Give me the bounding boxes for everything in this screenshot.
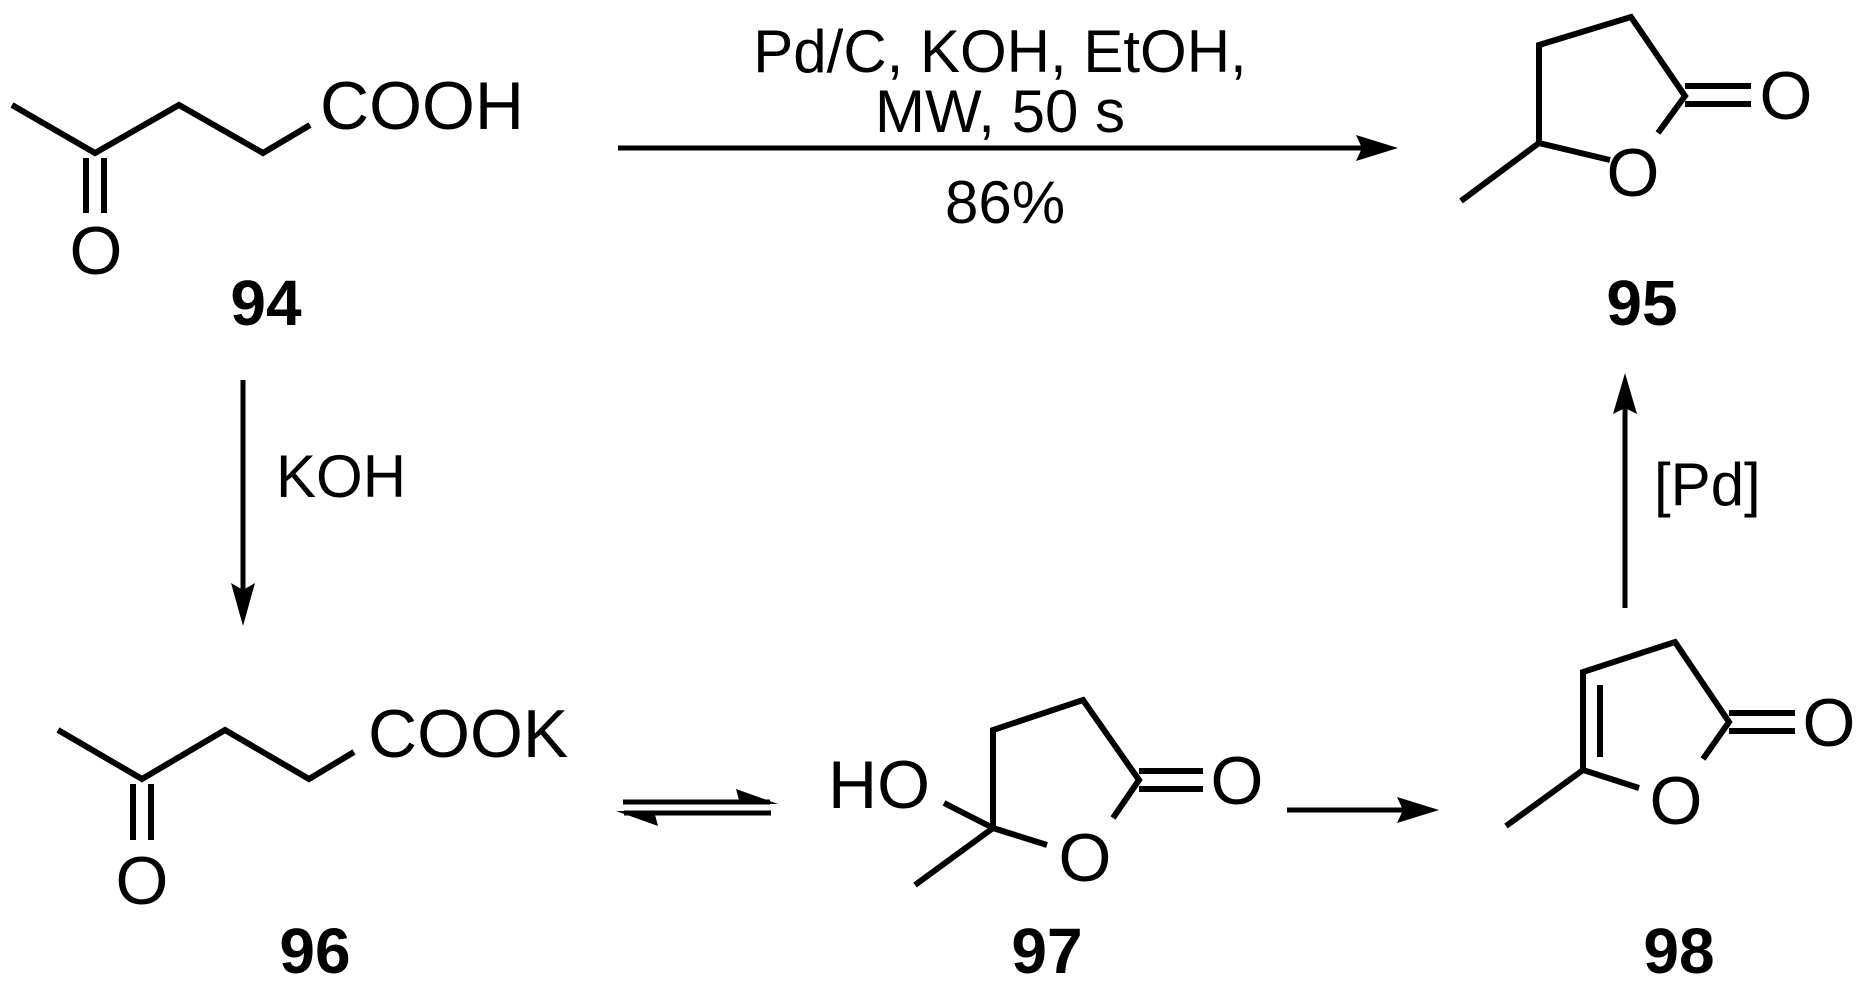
arrow-head-icon — [231, 583, 255, 626]
yield-text: 86% — [945, 169, 1065, 236]
forward-half-head-icon — [736, 789, 778, 804]
compound-95: O O 95 — [1459, 13, 1813, 339]
compound-97-ring — [990, 696, 1143, 848]
compound-97-hydroxyl-bond — [942, 800, 995, 831]
compound-97-methyl — [913, 825, 995, 888]
compound-96-cook: COOK — [368, 696, 568, 772]
reagent-line-2: MW, 50 s — [875, 78, 1125, 145]
equilibrium-arrow — [616, 789, 778, 826]
compound-96-label: 96 — [279, 915, 350, 987]
arrow-head-icon — [1397, 797, 1439, 823]
compound-94-chain — [10, 101, 312, 157]
compound-97: O O HO 97 — [828, 696, 1264, 987]
compound-98-ring-oxygen: O — [1650, 763, 1703, 839]
reagent-koh: KOH — [276, 443, 406, 510]
compound-98-methyl — [1504, 767, 1585, 829]
compound-98-label: 98 — [1643, 915, 1714, 987]
arrow-97-to-98 — [1287, 797, 1439, 823]
compound-98-carbonyl-oxygen: O — [1803, 685, 1856, 761]
reverse-half-head-icon — [616, 811, 658, 826]
compound-94-label: 94 — [230, 267, 302, 339]
reagent-pd: [Pd] — [1654, 451, 1761, 518]
arrow-94-to-96: KOH — [231, 380, 406, 626]
compound-96-chain — [56, 726, 356, 783]
compound-97-hydroxyl: HO — [828, 747, 930, 823]
compound-94-oxygen: O — [70, 213, 123, 289]
compound-95-methyl — [1459, 140, 1541, 204]
compound-94: O COOH 94 — [10, 68, 524, 339]
compound-95-ring — [1536, 13, 1689, 163]
compound-95-ring-oxygen: O — [1607, 135, 1660, 211]
compound-96: O COOK 96 — [56, 696, 568, 987]
compound-97-ring-oxygen: O — [1059, 820, 1112, 896]
compound-95-carbonyl-oxygen: O — [1760, 58, 1813, 134]
arrow-head-icon — [1356, 135, 1398, 161]
arrow-94-to-95: Pd/C, KOH, EtOH, MW, 50 s 86% — [618, 18, 1398, 236]
arrow-98-to-95: [Pd] — [1613, 373, 1761, 608]
compound-98: O O 98 — [1504, 638, 1856, 987]
compound-97-carbonyl-oxygen: O — [1211, 743, 1264, 819]
arrow-head-icon — [1613, 373, 1637, 414]
compound-94-cooh: COOH — [320, 68, 524, 144]
reagent-line-1: Pd/C, KOH, EtOH, — [753, 18, 1246, 85]
compound-96-oxygen: O — [116, 843, 169, 919]
compound-97-label: 97 — [1011, 915, 1082, 987]
compound-98-ring — [1580, 638, 1733, 791]
compound-95-label: 95 — [1606, 267, 1677, 339]
